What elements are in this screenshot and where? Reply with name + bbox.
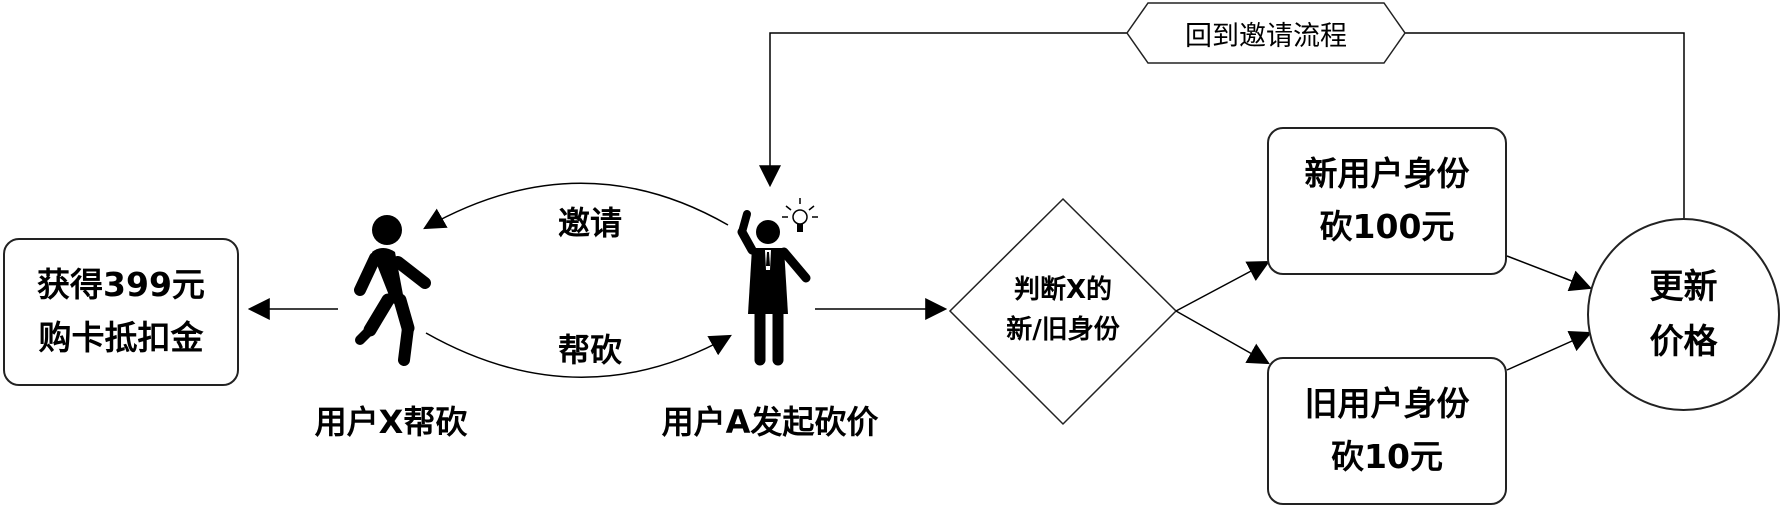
arrow-invite — [423, 182, 729, 230]
lightbulb-icon — [782, 198, 818, 232]
update-line1: 更新 — [1649, 267, 1718, 308]
loop-connector-back — [759, 32, 1127, 188]
new-user-line2: 砍100元 — [1319, 207, 1455, 246]
decision-diamond — [948, 197, 1178, 426]
arrow-help-cut — [425, 332, 732, 378]
user-a-label: 用户A发起砍价 — [661, 403, 879, 441]
new-user-line1: 新用户身份 — [1304, 154, 1470, 194]
old-user-line1: 旧用户身份 — [1304, 384, 1470, 424]
new-user-box: 新用户身份 砍100元 — [1267, 127, 1507, 275]
arrow-new-to-update — [1506, 255, 1593, 292]
decision-text: 判断X的 新/旧身份 — [990, 270, 1136, 351]
update-line2: 价格 — [1649, 321, 1718, 362]
reward-line2: 购卡抵扣金 — [38, 318, 204, 357]
loop-hexagon — [1126, 2, 1406, 64]
arrow-decision-to-new — [1175, 260, 1270, 312]
arrow-old-to-update — [1506, 331, 1593, 371]
help-cut-label: 帮砍 — [557, 331, 622, 369]
old-user-box: 旧用户身份 砍10元 — [1267, 357, 1507, 505]
old-user-line2: 砍10元 — [1331, 437, 1443, 476]
reward-box: 获得399元 购卡抵扣金 — [3, 238, 239, 386]
update-price-circle: 更新 价格 — [1587, 218, 1780, 411]
invite-label: 邀请 — [557, 204, 622, 242]
reward-line1: 获得399元 — [37, 265, 205, 305]
user-x-label: 用户X帮砍 — [314, 403, 468, 441]
decision-line1: 判断X的 — [1013, 275, 1113, 305]
arrow-decision-to-old — [1175, 310, 1270, 365]
decision-line2: 新/旧身份 — [1006, 315, 1120, 346]
loop-label: 回到邀请流程 — [1185, 21, 1347, 52]
idea-person-icon — [737, 210, 811, 366]
loop-connector — [1405, 32, 1685, 218]
walking-person-icon — [354, 215, 431, 366]
